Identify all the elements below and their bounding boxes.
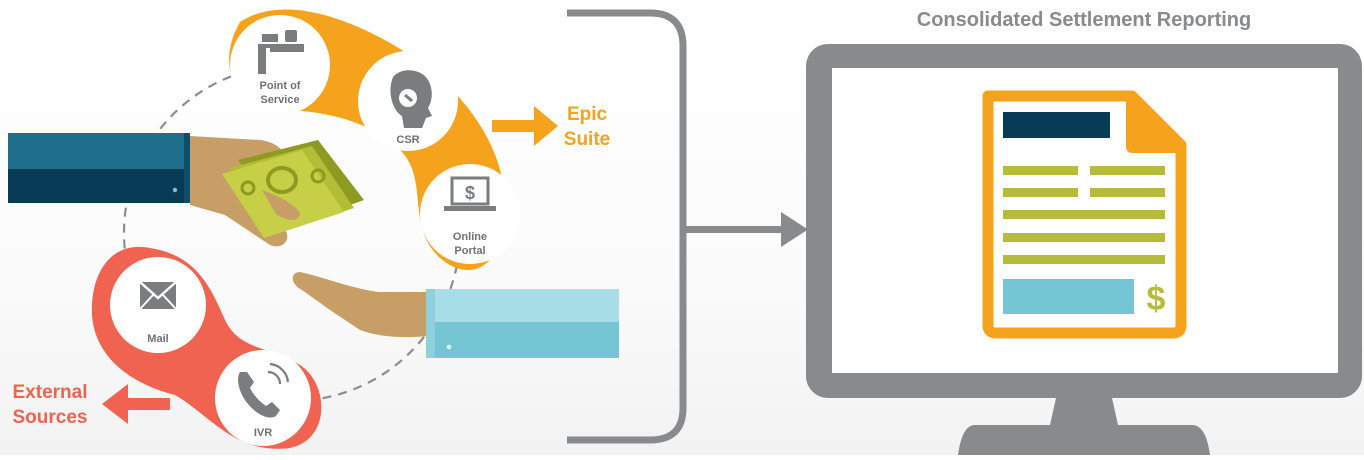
external-sources-label-line1: External — [13, 382, 88, 403]
online-portal-label-line1: Online — [453, 231, 487, 243]
monitor-stand — [958, 425, 1210, 455]
receiving-hand — [292, 272, 619, 358]
laptop-dollar-icon: $ — [444, 176, 496, 211]
epic-suite-label-line1: Epic — [567, 104, 608, 125]
point-of-service-label-line1: Point of — [260, 80, 301, 92]
left-sleeve-bottom — [8, 169, 186, 203]
headset-icon — [390, 70, 432, 128]
phone-icon — [238, 362, 290, 418]
online-portal-node: $ Online Portal — [420, 164, 520, 264]
svg-text:$: $ — [465, 183, 475, 203]
document-fold — [1126, 96, 1184, 153]
document-header-bar — [1003, 112, 1110, 138]
external-sources-label-line2: Sources — [13, 407, 88, 428]
mail-node: Mail — [110, 257, 206, 353]
desk-icon — [258, 30, 304, 74]
right-sleeve-bottom — [434, 322, 619, 358]
document-dollar-sign: $ — [1147, 280, 1166, 318]
left-sleeve-top — [8, 133, 186, 169]
envelope-icon — [139, 281, 177, 310]
giving-hand — [8, 133, 364, 247]
point-of-service-node: Point of Service — [230, 15, 330, 115]
ivr-label: IVR — [254, 427, 272, 439]
external-sources-arrow — [102, 384, 170, 424]
right-hand — [292, 272, 428, 338]
point-of-service-label-line2: Service — [260, 94, 299, 106]
right-sleeve-top — [434, 289, 619, 322]
document-icon: $ — [982, 90, 1187, 339]
flow-arrow — [683, 212, 808, 247]
epic-suite-arrow — [492, 106, 558, 146]
epic-suite-label-line2: Suite — [564, 129, 610, 150]
mail-label: Mail — [147, 333, 168, 345]
online-portal-label-line2: Portal — [454, 245, 485, 257]
document-total-box — [1003, 279, 1134, 314]
csr-label: CSR — [396, 134, 419, 146]
ivr-node: IVR — [215, 350, 311, 446]
diagram-title: Consolidated Settlement Reporting — [917, 9, 1251, 31]
money-icon — [222, 140, 364, 238]
monitor-neck — [1050, 398, 1118, 425]
csr-node: CSR — [358, 51, 458, 151]
grouping-bracket — [567, 9, 687, 444]
